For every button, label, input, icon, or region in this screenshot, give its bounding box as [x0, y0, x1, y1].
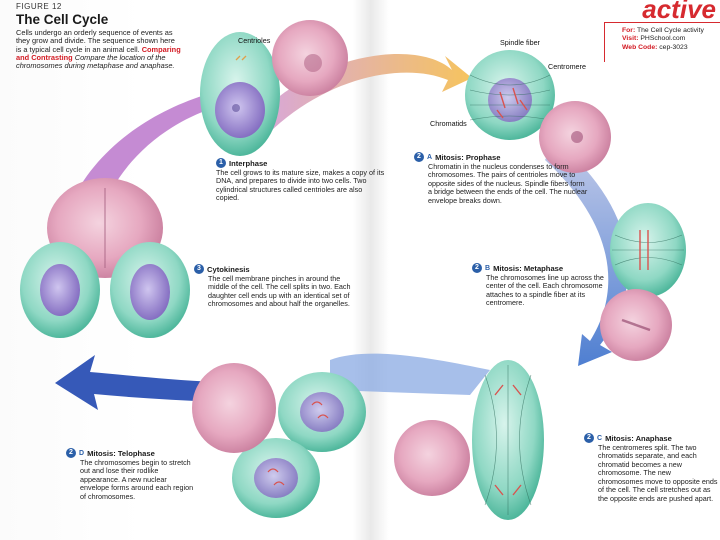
step-interphase: 1 Interphase The cell grows to its matur…	[216, 158, 386, 203]
step-telophase: 2 D Mitosis: Telophase The chromosomes b…	[66, 448, 196, 501]
telophase-micrograph	[192, 363, 276, 453]
step-body: The chromosomes begin to stretch out and…	[80, 458, 194, 501]
centromere-label: Centromere	[548, 62, 586, 71]
step-number: 1	[216, 158, 226, 168]
arrow-anaphase-to-telophase	[330, 353, 490, 395]
step-number: 2	[584, 433, 594, 443]
step-letter: C	[597, 434, 603, 442]
step-prophase: 2 A Mitosis: Prophase Chromatin in the n…	[414, 152, 589, 205]
step-body: The centromeres split. The two chromatid…	[598, 443, 718, 503]
step-body: The cell grows to its mature size, makes…	[216, 168, 385, 203]
web-code-value: cep-3023	[659, 43, 688, 51]
step-body: The cell membrane pinches in around the …	[208, 274, 351, 309]
web-activity-box: For: The Cell Cycle activity Visit: PHSc…	[622, 27, 704, 52]
step-title: Cytokinesis	[207, 264, 250, 274]
skill-label: Comparing and Contrasting	[16, 44, 181, 63]
figure-title: The Cell Cycle	[16, 12, 109, 27]
step-title: Mitosis: Prophase	[435, 152, 501, 162]
step-title: Mitosis: Anaphase	[605, 433, 672, 443]
step-metaphase: 2 B Mitosis: Metaphase The chromosomes l…	[472, 263, 607, 308]
step-body: Chromatin in the nucleus condenses to fo…	[428, 162, 588, 205]
visit-label: Visit:	[622, 35, 639, 43]
arrow-interphase-to-prophase	[255, 53, 472, 130]
spindle-fiber-label: Spindle fiber	[500, 38, 540, 47]
centrioles-graphic	[235, 55, 247, 61]
active-brand-logo: active	[642, 0, 716, 24]
step-title: Interphase	[229, 158, 268, 168]
step-number: 2	[414, 152, 424, 162]
step-anaphase: 2 C Mitosis: Anaphase The centromeres sp…	[584, 433, 718, 503]
web-code-label: Web Code:	[622, 43, 658, 51]
interphase-nucleus	[215, 82, 265, 138]
step-body: The chromosomes line up across the cente…	[486, 273, 604, 308]
step-number: 2	[66, 448, 76, 458]
step-number: 3	[194, 264, 204, 274]
step-cytokinesis: 3 Cytokinesis The cell membrane pinches …	[194, 264, 362, 309]
step-title: Mitosis: Metaphase	[493, 263, 564, 273]
figure-label: Figure 12	[16, 2, 62, 11]
centrioles-label: Centrioles	[238, 36, 271, 45]
step-title: Mitosis: Telophase	[87, 448, 155, 458]
for-label: For:	[622, 27, 636, 34]
arrow-telophase-to-cytokinesis	[55, 355, 215, 410]
web-box-rule-vertical	[604, 22, 605, 62]
visit-link[interactable]: PHSchool.com	[640, 35, 686, 43]
step-letter: A	[427, 153, 433, 161]
web-box-rule	[604, 22, 720, 23]
step-letter: B	[485, 264, 491, 272]
intro-text: Cells undergo an orderly sequence of eve…	[16, 28, 175, 54]
step-letter: D	[79, 449, 85, 457]
chromatids-label: Chromatids	[430, 119, 467, 128]
skill-prompt: Compare the location of the chromosomes …	[16, 53, 175, 71]
figure-intro: Cells undergo an orderly sequence of eve…	[16, 28, 181, 71]
anaphase-micrograph	[394, 420, 470, 496]
step-number: 2	[472, 263, 482, 273]
for-value: The Cell Cycle activity	[636, 27, 704, 34]
